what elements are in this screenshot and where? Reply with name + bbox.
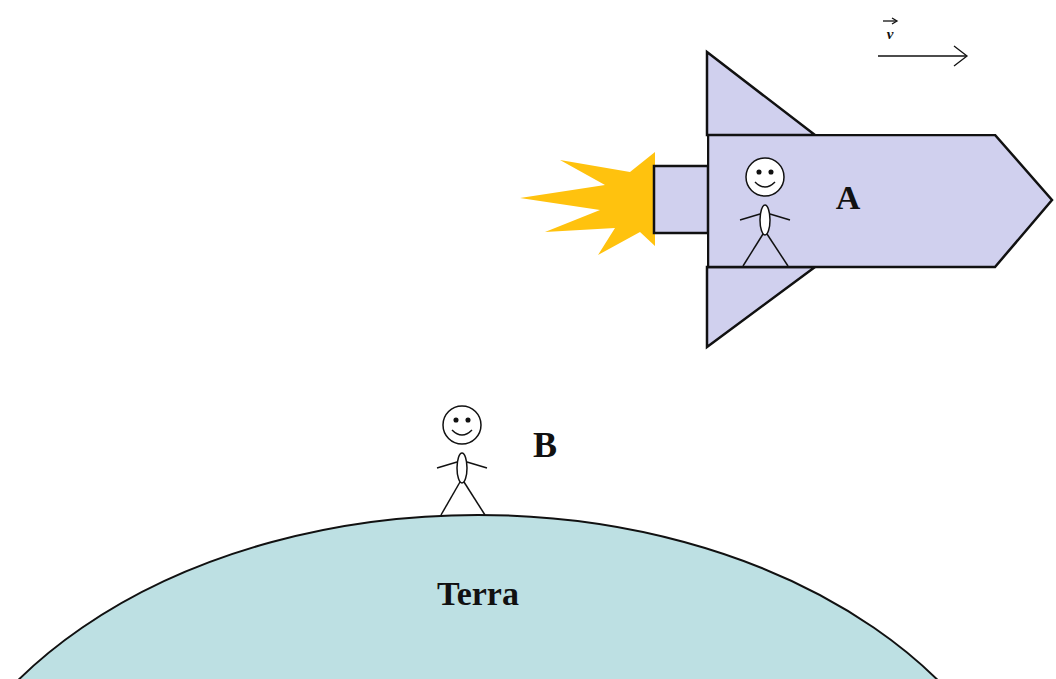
stick-figure <box>740 158 790 266</box>
shape-outline <box>0 514 1056 679</box>
stick-figure <box>437 406 487 515</box>
shape-outline <box>707 134 1056 269</box>
node-text: A <box>836 179 861 217</box>
earth-shape: Terra <box>0 514 1056 679</box>
person-label: B <box>533 424 557 466</box>
velocity-arrow <box>878 18 967 66</box>
rocket-body: A <box>707 134 1056 269</box>
rocket-fin <box>707 267 815 347</box>
rocket-fin <box>707 52 815 135</box>
rocket-flame <box>520 152 655 255</box>
vector-label: v <box>887 26 894 43</box>
node-text: Terra <box>437 575 519 613</box>
rocket-nozzle <box>654 166 708 233</box>
